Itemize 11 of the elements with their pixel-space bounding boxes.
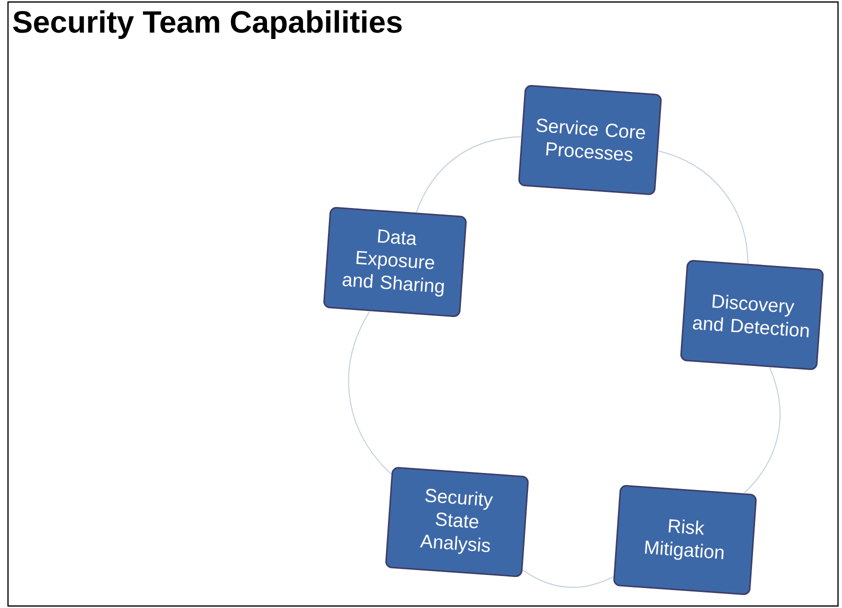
process-box: Risk Mitigation — [613, 485, 757, 595]
title: Security Team Capabilities — [13, 10, 402, 39]
connector-arc — [348, 310, 392, 475]
process-box: Data Exposure and Sharing — [323, 207, 467, 317]
connector-arc — [658, 150, 748, 264]
process-box: Security State Analysis — [385, 467, 529, 577]
process-box: Service Core Processes — [518, 85, 662, 195]
connector-arc — [416, 136, 522, 214]
process-box: Discovery and Detection — [680, 260, 824, 370]
connector-arc — [522, 569, 614, 588]
connector-arc — [744, 366, 781, 494]
